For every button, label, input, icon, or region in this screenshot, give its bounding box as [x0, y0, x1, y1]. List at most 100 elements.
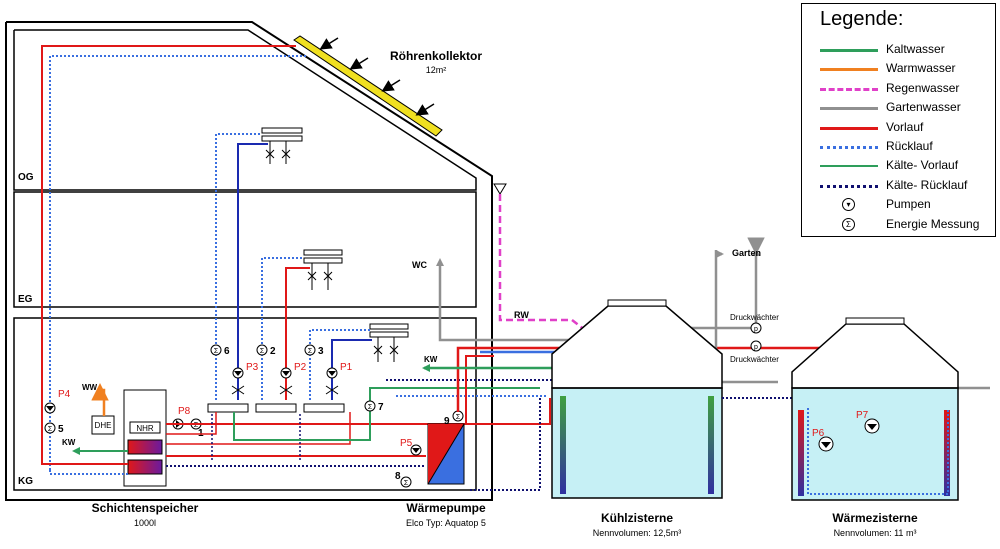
meter-3: Σ	[304, 344, 316, 356]
legend-item: Rücklauf	[802, 138, 992, 156]
svg-text:Σ: Σ	[456, 414, 461, 421]
meter-6-label: 6	[224, 346, 230, 357]
heatpump-flow-up	[465, 355, 494, 424]
pump-p3-label: P3	[246, 362, 259, 373]
meter-8-label: 8	[395, 471, 401, 482]
legend-swatch	[820, 146, 878, 149]
wc-arrow	[436, 258, 444, 266]
pump-p3	[232, 367, 244, 379]
floor-label-eg: EG	[18, 294, 33, 305]
rainwater-pipe	[498, 194, 591, 335]
cistern-cool-volume: Nennvolumen: 12,5m³	[593, 528, 682, 538]
legend-label: Kälte- Vorlauf	[886, 158, 959, 173]
kw-label-storage: KW	[62, 438, 76, 447]
cistern-warm-title: Wärmezisterne	[832, 511, 918, 525]
pump-p2-label: P2	[294, 362, 307, 373]
legend-swatch	[820, 107, 878, 111]
kw-label-cistern: KW	[424, 355, 438, 364]
sun-arrows	[319, 37, 435, 116]
meter-7: Σ	[364, 400, 376, 412]
legend-label: Warmwasser	[886, 61, 956, 76]
legend-label: Kaltwasser	[886, 42, 945, 56]
legend-item: Gartenwasser	[802, 99, 992, 117]
circuit-kg-flow	[331, 339, 372, 400]
collector-flow-pipe	[41, 45, 296, 460]
legend-label: Gartenwasser	[886, 100, 961, 115]
circuit-feed-1	[166, 412, 217, 435]
meter-6: Σ	[210, 344, 222, 356]
meter-9: Σ	[452, 410, 464, 422]
meter-8: Σ	[400, 476, 412, 488]
svg-text:Σ: Σ	[404, 480, 409, 487]
collector-area: 12m²	[426, 65, 447, 75]
radiator-og	[261, 127, 303, 164]
circuit-eg-flow	[285, 267, 310, 400]
legend-label: Kälte- Rücklauf	[886, 177, 968, 192]
legend-label: Pumpen	[886, 197, 931, 212]
nhr-box	[129, 421, 161, 434]
legend-item: Regenwasser	[802, 80, 992, 98]
circuit-og-return	[215, 133, 262, 400]
nhr-label: NHR	[136, 424, 154, 433]
legend-swatch: ▾	[842, 198, 855, 212]
svg-text:Σ: Σ	[194, 422, 199, 429]
manifold-2	[255, 403, 297, 413]
cistern-link-pipe	[722, 397, 801, 408]
warm-water-out	[91, 383, 109, 416]
legend-label: Rücklauf	[886, 139, 933, 153]
floor-label-kg: KG	[18, 476, 33, 487]
meter-2-label: 2	[270, 346, 276, 357]
circuit-kg-return	[309, 329, 372, 400]
pump-p4	[44, 402, 56, 414]
legend-title: Legende:	[820, 8, 904, 30]
ww-label: WW	[82, 383, 98, 392]
svg-text:Σ: Σ	[48, 426, 53, 433]
legend-swatch	[820, 184, 878, 188]
pump-p7-label: P7	[856, 410, 869, 421]
radiator-kg	[369, 323, 409, 362]
legend-swatch	[820, 49, 878, 52]
circuit-eg-return	[261, 257, 304, 400]
svg-text:Σ: Σ	[308, 348, 313, 355]
cistern-cool-title: Kühlzisterne	[601, 511, 673, 525]
svg-text:p: p	[754, 326, 758, 333]
floor-label-og: OG	[18, 172, 34, 183]
svg-text:p: p	[754, 344, 758, 351]
storage-coil-bottom	[127, 459, 163, 475]
heatpump-title: Wärmepumpe	[406, 501, 486, 515]
valve-p1	[325, 385, 339, 395]
pump-p5	[410, 444, 422, 456]
pump-p4-label: P4	[58, 389, 71, 400]
dhe-label: DHE	[95, 421, 112, 430]
legend-label: Vorlauf	[886, 119, 924, 134]
legend-item: Kaltwasser	[802, 41, 992, 59]
pump-p5-label: P5	[400, 438, 413, 449]
cold-flow-circuit	[233, 387, 540, 441]
collector-return-pipe	[49, 55, 306, 470]
legend-item: Warmwasser	[802, 60, 992, 78]
manifold-3	[303, 403, 345, 413]
collector-title: Röhrenkollektor	[390, 49, 482, 63]
legend-item: Kälte- Rücklauf	[802, 177, 992, 195]
pump-p6-label: P6	[812, 428, 825, 439]
druckwaechter-label-1: Druckwächter	[730, 313, 779, 322]
heatpump-unit	[427, 423, 465, 485]
legend-item: Vorlauf	[802, 119, 992, 137]
meter-2: Σ	[256, 344, 268, 356]
circuit-feed-2	[166, 412, 351, 445]
heatpump-model: Elco Typ: Aquatop 5	[406, 518, 486, 528]
storage-volume: 1000l	[134, 518, 156, 528]
pump-p8-label: P8	[178, 406, 191, 417]
cistern-warm-volume: Nennvolumen: 11 m³	[834, 528, 917, 538]
meter-5: Σ	[44, 422, 56, 434]
legend-swatch	[820, 87, 878, 91]
heatpump-cold-return	[470, 398, 541, 491]
main-flow-pipe	[166, 398, 551, 425]
meter-7-label: 7	[378, 402, 384, 413]
pressure-switch-1: p	[750, 322, 762, 334]
pump-p1-label: P1	[340, 362, 353, 373]
